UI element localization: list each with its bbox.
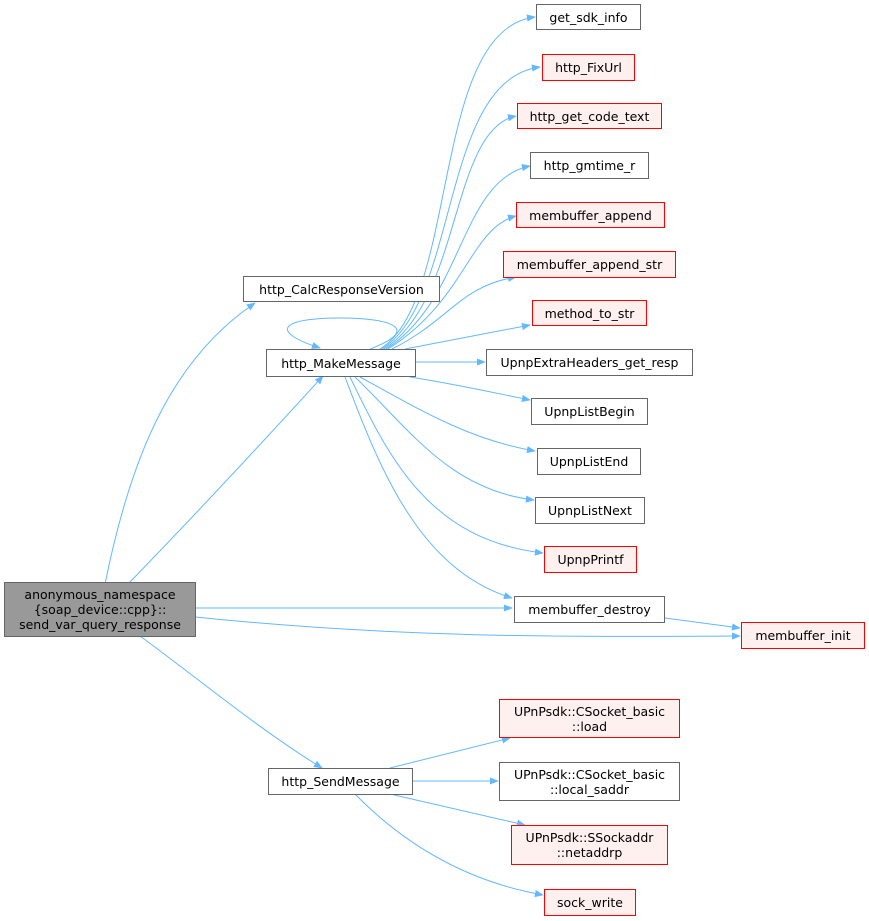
node-membuffer-append-str[interactable]: membuffer_append_str bbox=[503, 251, 676, 278]
node-label: UpnpListNext bbox=[548, 503, 632, 518]
node-get-sdk-info[interactable]: get_sdk_info bbox=[536, 4, 641, 30]
node-label: UpnpListEnd bbox=[549, 454, 629, 469]
node-label: http_FixUrl bbox=[555, 60, 622, 75]
edge-make-message-get-sdk-info bbox=[379, 14, 536, 350]
node-http-calc-response-version[interactable]: http_CalcResponseVersion bbox=[243, 276, 440, 302]
node-line: ::load bbox=[571, 718, 608, 734]
node-line: ::netaddrp bbox=[556, 845, 623, 860]
edge-send-message-sock-write bbox=[354, 793, 544, 898]
edge-make-message-fix-url bbox=[381, 64, 541, 350]
node-http-gmtime-r[interactable]: http_gmtime_r bbox=[530, 152, 649, 179]
edge-destroy-init bbox=[664, 617, 741, 631]
node-upnp-list-next[interactable]: UpnpListNext bbox=[535, 497, 645, 524]
node-label: membuffer_append_str bbox=[516, 257, 663, 272]
node-label: UpnpPrintf bbox=[557, 552, 624, 567]
node-line: send_var_query_response bbox=[19, 617, 181, 632]
node-membuffer-append[interactable]: membuffer_append bbox=[516, 202, 665, 228]
node-label: http_CalcResponseVersion bbox=[259, 281, 424, 297]
node-label: UpnpListBegin bbox=[544, 404, 635, 419]
node-upnp-list-end[interactable]: UpnpListEnd bbox=[537, 448, 641, 475]
node-upnp-printf[interactable]: UpnpPrintf bbox=[544, 546, 637, 573]
node-http-get-code-text[interactable]: http_get_code_text bbox=[517, 103, 662, 129]
node-label: http_MakeMessage bbox=[281, 355, 401, 371]
edge-root-membuffer-init bbox=[194, 616, 741, 640]
node-label: method_to_str bbox=[544, 305, 635, 321]
node-ssockaddr-netaddrp[interactable]: UPnPsdk::SSockaddr ::netaddrp bbox=[511, 825, 668, 865]
node-http-send-message[interactable]: http_SendMessage bbox=[268, 768, 413, 795]
node-http-fixurl[interactable]: http_FixUrl bbox=[542, 54, 635, 81]
node-send-var-query-response[interactable]: anonymous_namespace {soap_device::cpp}::… bbox=[4, 582, 196, 637]
edge-make-message-method-to-str bbox=[404, 322, 531, 350]
node-csocket-basic-load[interactable]: UPnPsdk::CSocket_basic ::load bbox=[499, 699, 680, 738]
edge-root-make-message bbox=[127, 375, 324, 585]
node-label: get_sdk_info bbox=[549, 9, 628, 25]
edge-make-message-membuffer-destroy bbox=[344, 376, 513, 600]
node-label: http_SendMessage bbox=[281, 774, 400, 789]
node-line: {soap_device::cpp}:: bbox=[33, 602, 167, 617]
edge-make-message-gmtime-r bbox=[385, 164, 531, 350]
edge-send-message-socket-load bbox=[389, 736, 511, 769]
node-line: UPnPsdk::SSockaddr bbox=[525, 830, 654, 845]
edge-make-message-membuffer-append-str bbox=[391, 274, 517, 350]
node-line: UPnPsdk::CSocket_basic bbox=[513, 766, 666, 782]
edge-make-message-list-next bbox=[354, 376, 535, 503]
node-membuffer-destroy[interactable]: membuffer_destroy bbox=[514, 596, 665, 623]
node-label: http_get_code_text bbox=[529, 108, 650, 124]
node-sock-write[interactable]: sock_write bbox=[544, 889, 636, 916]
edge-root-calc-version bbox=[104, 302, 256, 585]
node-label: membuffer_append bbox=[529, 207, 652, 223]
node-upnp-extra-headers-get-resp[interactable]: UpnpExtraHeaders_get_resp bbox=[486, 349, 693, 376]
node-method-to-str[interactable]: method_to_str bbox=[532, 300, 647, 326]
node-label: membuffer_destroy bbox=[528, 602, 651, 617]
node-label: sock_write bbox=[557, 895, 623, 910]
edge-root-send-message bbox=[139, 635, 323, 769]
edge-make-message-membuffer-append bbox=[387, 214, 517, 350]
node-label: http_gmtime_r bbox=[543, 158, 636, 173]
node-upnp-list-begin[interactable]: UpnpListBegin bbox=[531, 398, 648, 425]
node-csocket-basic-local-saddr[interactable]: UPnPsdk::CSocket_basic ::local_saddr bbox=[499, 762, 680, 801]
node-label: membuffer_init bbox=[755, 628, 851, 643]
edge-make-message-list-end bbox=[359, 376, 536, 454]
node-membuffer-init[interactable]: membuffer_init bbox=[741, 622, 865, 649]
node-line: anonymous_namespace bbox=[24, 587, 176, 602]
edge-make-message-list-begin bbox=[409, 376, 531, 402]
node-line: UPnPsdk::CSocket_basic bbox=[513, 703, 666, 719]
node-line: ::local_saddr bbox=[550, 781, 629, 797]
node-http-make-message[interactable]: http_MakeMessage bbox=[266, 349, 416, 377]
edge-make-message-get-code-text bbox=[383, 114, 517, 350]
edge-make-message-self bbox=[286, 317, 398, 350]
edge-make-message-upnp-printf bbox=[349, 376, 544, 556]
node-label: UpnpExtraHeaders_get_resp bbox=[500, 355, 679, 370]
edge-send-message-netaddrp bbox=[389, 793, 526, 827]
